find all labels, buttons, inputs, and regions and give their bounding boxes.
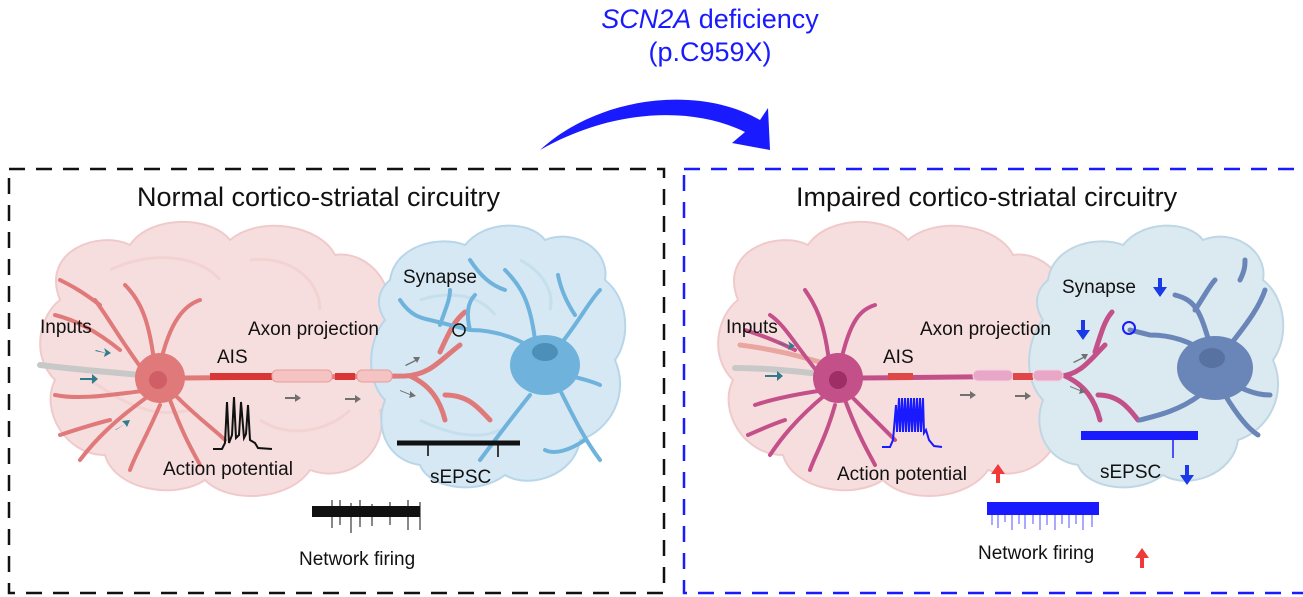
normal-inputs-label: Inputs xyxy=(40,317,92,338)
impaired-striatal-nucleus xyxy=(1199,348,1225,368)
normal-cortical-nucleus xyxy=(149,371,167,389)
normal-axon-label: Axon projection xyxy=(248,319,379,340)
normal-node xyxy=(335,373,355,380)
transition-arrow xyxy=(540,99,770,150)
normal-cortical-neuron xyxy=(37,278,493,472)
network-firing-increase-arrow xyxy=(1135,548,1149,568)
impaired-sepsc-trace xyxy=(1081,431,1198,458)
impaired-sepsc-label: sEPSC xyxy=(1100,462,1162,483)
impaired-striatum-region xyxy=(1028,224,1285,489)
action-potential-increase-arrow xyxy=(991,464,1005,483)
normal-sepsc-trace xyxy=(397,440,520,457)
impaired-synapse-marker xyxy=(1122,321,1136,335)
gene-suffix: deficiency xyxy=(691,4,819,34)
normal-signal-arrows xyxy=(285,357,420,403)
impaired-inputs-label: Inputs xyxy=(726,317,778,338)
impaired-myelin-2 xyxy=(1032,369,1064,382)
normal-myelin-2 xyxy=(356,369,393,383)
mutation-label: SCN2A deficiency (p.C959X) xyxy=(560,3,860,69)
impaired-ais-label: AIS xyxy=(883,347,914,368)
normal-myelin-1 xyxy=(271,369,333,383)
impaired-cortical-nucleus xyxy=(829,371,847,389)
normal-network-label: Network firing xyxy=(299,549,416,570)
impaired-panel-title: Impaired cortico-striatal circuitry xyxy=(796,182,1178,212)
normal-ais-segment xyxy=(210,373,272,380)
normal-striatal-nucleus xyxy=(532,343,558,361)
synapse-decrease-arrow xyxy=(1153,278,1167,297)
normal-panel-border xyxy=(7,167,666,595)
impaired-axon-label: Axon projection xyxy=(920,319,1051,340)
impaired-network-trace xyxy=(987,502,1099,530)
impaired-striatal-soma xyxy=(1177,336,1253,400)
normal-striatal-soma xyxy=(510,335,580,395)
mutation-gene-line: SCN2A deficiency xyxy=(560,3,860,36)
impaired-network-label: Network firing xyxy=(978,543,1095,564)
impaired-signal-arrows xyxy=(960,354,1088,400)
normal-action-potential-trace xyxy=(213,396,273,450)
impaired-node xyxy=(1013,373,1033,380)
normal-sepsc-label: sEPSC xyxy=(430,467,492,488)
normal-ais-label: AIS xyxy=(217,347,248,368)
gene-name: SCN2A xyxy=(601,4,692,34)
normal-input-arrows xyxy=(80,348,130,430)
impaired-synapse-label: Synapse xyxy=(1062,277,1136,298)
impaired-action-potential-label: Action potential xyxy=(837,464,967,485)
variant-name: (p.C959X) xyxy=(648,37,772,67)
sepsc-decrease-arrow xyxy=(1180,465,1194,485)
impaired-striatal-neuron xyxy=(1127,257,1273,438)
normal-network-trace xyxy=(312,500,421,533)
axon-decrease-arrow xyxy=(1076,320,1090,340)
impaired-input-arrows xyxy=(765,341,795,381)
normal-panel-title: Normal cortico-striatal circuitry xyxy=(137,182,501,212)
normal-synapse-marker xyxy=(452,323,466,337)
impaired-panel-border xyxy=(682,167,1303,595)
impaired-ais-segment xyxy=(888,373,913,380)
impaired-action-potential-trace xyxy=(882,397,943,448)
normal-action-potential-label: Action potential xyxy=(163,459,293,480)
normal-striatal-neuron xyxy=(398,258,602,462)
impaired-myelin-1 xyxy=(972,369,1014,382)
normal-synapse-label: Synapse xyxy=(403,267,477,288)
